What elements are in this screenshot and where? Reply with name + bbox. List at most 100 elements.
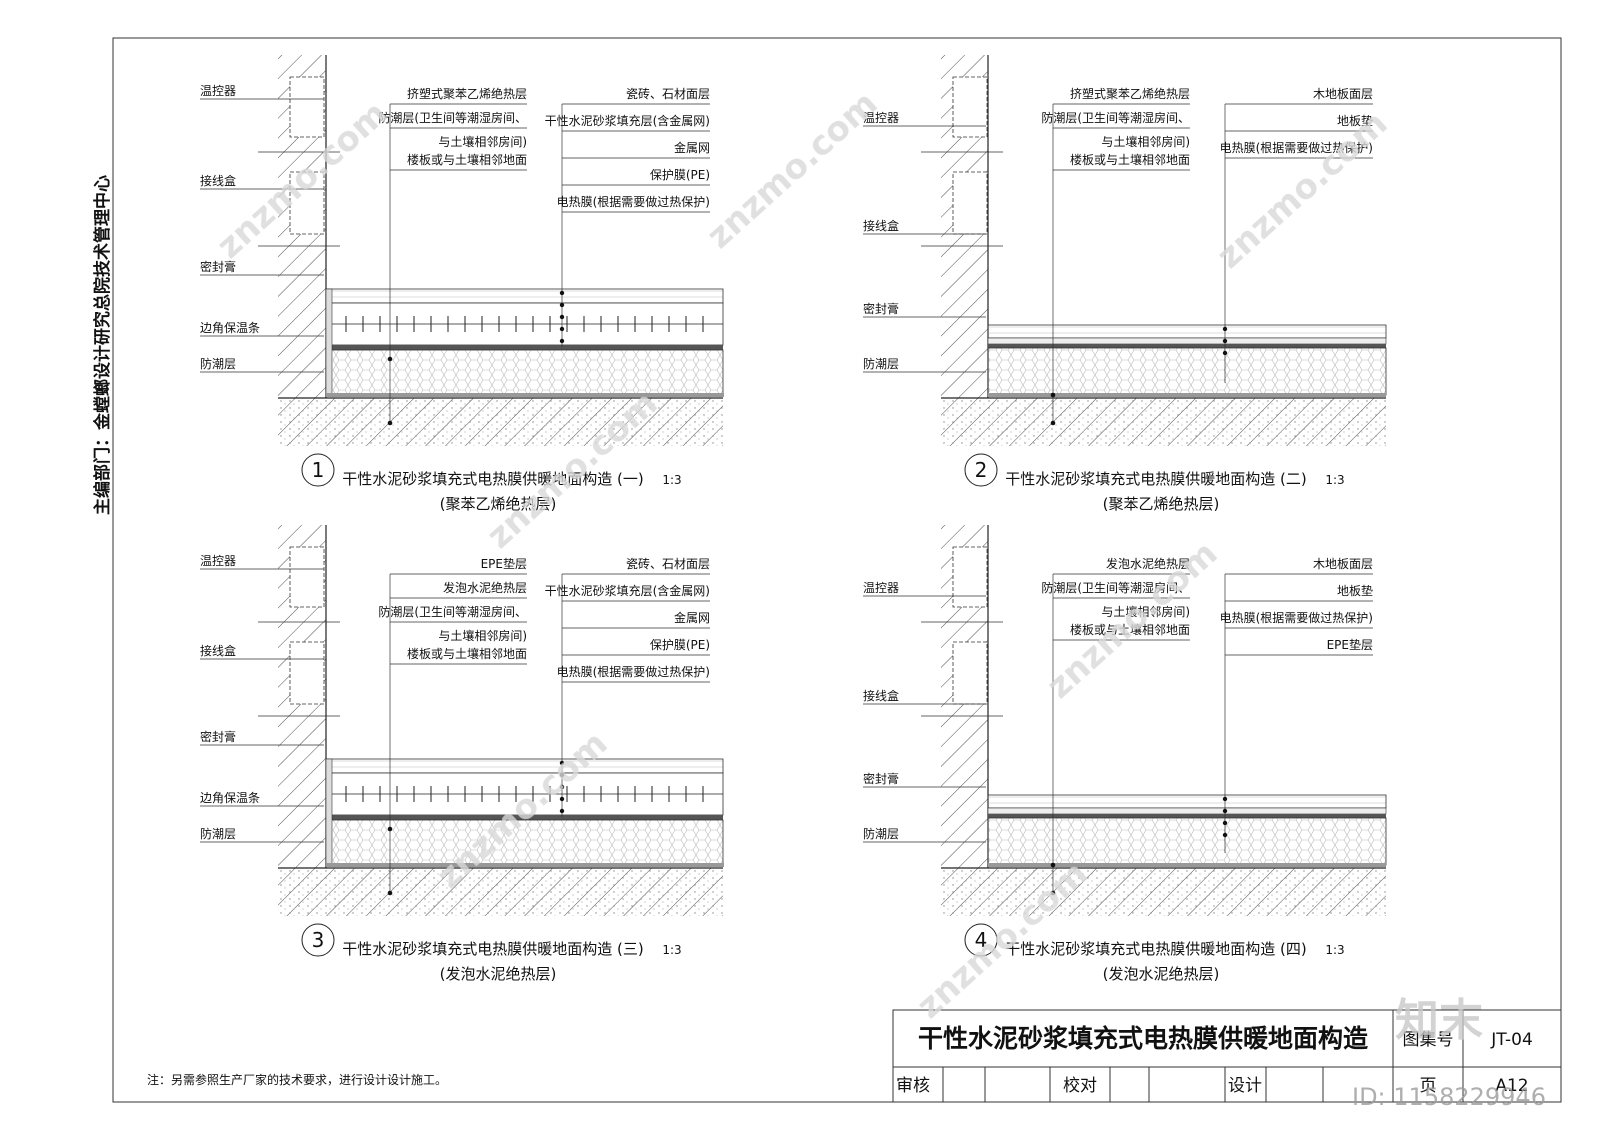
wood-floor-layer xyxy=(987,794,1387,809)
right-label: 地板垫 xyxy=(1337,113,1373,128)
mid-label: 防潮层(卫生间等潮湿房间、 xyxy=(1041,110,1190,125)
watermark-id: ID: 1158229946 xyxy=(1352,1083,1546,1111)
insulation-layer xyxy=(987,347,1387,396)
leader-dot xyxy=(1222,820,1228,826)
right-label: 保护膜(PE) xyxy=(650,638,710,652)
mid-label: 发泡水泥绝热层 xyxy=(1106,556,1190,571)
mid-label: 发泡水泥绝热层 xyxy=(443,580,527,595)
left-label: 密封膏 xyxy=(863,301,899,316)
detail-title: 干性水泥砂浆填充式电热膜供暖地面构造 (四) xyxy=(1005,940,1306,958)
leader-dot xyxy=(1222,326,1228,332)
mid-label: 楼板或与土壤相邻地面 xyxy=(407,152,527,167)
moisture-barrier xyxy=(326,863,724,867)
check-label: 校对 xyxy=(1063,1076,1097,1096)
leader-dot xyxy=(559,314,565,320)
leader-dot xyxy=(1222,350,1228,356)
mid-label: 楼板或与土壤相邻地面 xyxy=(407,646,527,661)
detail-number: 4 xyxy=(975,928,988,952)
detail-scale: 1:3 xyxy=(1325,943,1344,957)
left-label: 边角保温条 xyxy=(200,321,260,335)
detail-subtitle: (聚苯乙烯绝热层) xyxy=(440,495,557,513)
leader-dot xyxy=(559,784,565,790)
left-label: 防潮层 xyxy=(200,356,236,371)
detail-subtitle: (发泡水泥绝热层) xyxy=(440,965,557,983)
left-label: 防潮层 xyxy=(863,826,899,841)
leader-dot xyxy=(559,772,565,778)
department-label: 主编部门：金螳螂设计研究总院技术管理中心 xyxy=(92,175,113,515)
design-label: 设计 xyxy=(1228,1076,1262,1096)
watermark-text-3: znzmo.com xyxy=(1209,103,1395,276)
left-label: 接线盒 xyxy=(863,218,899,233)
leader-dot xyxy=(387,420,393,426)
right-label: EPE垫层 xyxy=(1327,637,1373,652)
finish-layer xyxy=(325,758,724,774)
moisture-barrier xyxy=(988,863,1386,867)
mid-label: 与土壤相邻房间) xyxy=(438,134,527,149)
mid-label: 楼板或与土壤相邻地面 xyxy=(1070,622,1190,637)
left-label: 密封膏 xyxy=(863,771,899,786)
thermostat-box xyxy=(289,76,325,138)
right-label: 木地板面层 xyxy=(1313,87,1373,101)
mid-label: 防潮层(卫生间等潮湿房间、 xyxy=(378,604,527,619)
heating-film xyxy=(988,344,1386,348)
page-label: 页 xyxy=(1420,1076,1437,1096)
title-block: 干性水泥砂浆填充式电热膜供暖地面构造 图集号 JT-04 审核 校对 设计 页 … xyxy=(892,1009,1562,1103)
finish-layer xyxy=(325,288,724,304)
detail-3: 温控器接线盒密封膏边角保温条防潮层EPE垫层发泡水泥绝热层防潮层(卫生间等潮湿房… xyxy=(200,525,724,983)
left-label: 防潮层 xyxy=(863,356,899,371)
leader-dot xyxy=(387,356,393,362)
mid-label: 与土壤相邻房间) xyxy=(1101,604,1190,619)
mid-label: 挤塑式聚苯乙烯绝热层 xyxy=(1070,86,1190,101)
leader-dot xyxy=(1222,832,1228,838)
moisture-barrier xyxy=(326,393,724,397)
drawing-no-label: 图集号 xyxy=(1403,1030,1454,1050)
review-label: 审核 xyxy=(896,1076,930,1096)
right-label: 保护膜(PE) xyxy=(650,168,710,182)
drawing-no-value: JT-04 xyxy=(1490,1030,1533,1050)
right-label: 瓷砖、石材面层 xyxy=(626,86,710,101)
junction-box xyxy=(289,171,325,235)
heating-film xyxy=(988,814,1386,818)
right-label: 地板垫 xyxy=(1337,583,1373,598)
left-label: 温控器 xyxy=(200,554,236,568)
detail-number-circle xyxy=(964,453,998,487)
right-label: 电热膜(根据需要做过热保护) xyxy=(1220,610,1373,625)
general-note: 注：另需参照生产厂家的技术要求，进行设计设计施工。 xyxy=(147,1072,447,1087)
left-label: 温控器 xyxy=(863,581,899,595)
detail-number: 2 xyxy=(975,458,988,482)
leader-dot xyxy=(559,808,565,814)
wood-floor-layer xyxy=(987,324,1387,339)
mid-label: 防潮层(卫生间等潮湿房间、 xyxy=(1041,580,1190,595)
watermark-logo: 知末 xyxy=(1395,995,1483,1046)
page-value: A12 xyxy=(1495,1076,1528,1096)
detail-subtitle: (发泡水泥绝热层) xyxy=(1103,965,1220,983)
underlay-layer xyxy=(987,337,1387,345)
left-label: 密封膏 xyxy=(200,729,236,744)
right-label: 木地板面层 xyxy=(1313,557,1373,571)
leader-dot xyxy=(559,338,565,344)
right-label: 电热膜(根据需要做过热保护) xyxy=(557,194,710,209)
leader-dot xyxy=(1222,796,1228,802)
leader-dot xyxy=(1222,808,1228,814)
left-label: 边角保温条 xyxy=(200,791,260,805)
leader-dot xyxy=(387,890,393,896)
mid-label: 挤塑式聚苯乙烯绝热层 xyxy=(407,86,527,101)
left-label: 接线盒 xyxy=(200,643,236,658)
slab-aggregate xyxy=(278,398,723,446)
leader-dot xyxy=(559,760,565,766)
mid-label: 楼板或与土壤相邻地面 xyxy=(1070,152,1190,167)
detail-title: 干性水泥砂浆填充式电热膜供暖地面构造 (一) xyxy=(342,470,643,488)
detail-number: 1 xyxy=(312,458,325,482)
slab-aggregate xyxy=(278,868,723,916)
slab-aggregate xyxy=(941,868,1386,916)
detail-number: 3 xyxy=(312,928,325,952)
left-label: 接线盒 xyxy=(863,688,899,703)
junction-box xyxy=(289,641,325,705)
detail-scale: 1:3 xyxy=(662,943,681,957)
thermostat-box xyxy=(952,546,988,608)
detail-scale: 1:3 xyxy=(1325,473,1344,487)
leader-dot xyxy=(559,290,565,296)
heating-film xyxy=(326,345,723,350)
watermark-text-2: znzmo.com xyxy=(699,83,885,256)
